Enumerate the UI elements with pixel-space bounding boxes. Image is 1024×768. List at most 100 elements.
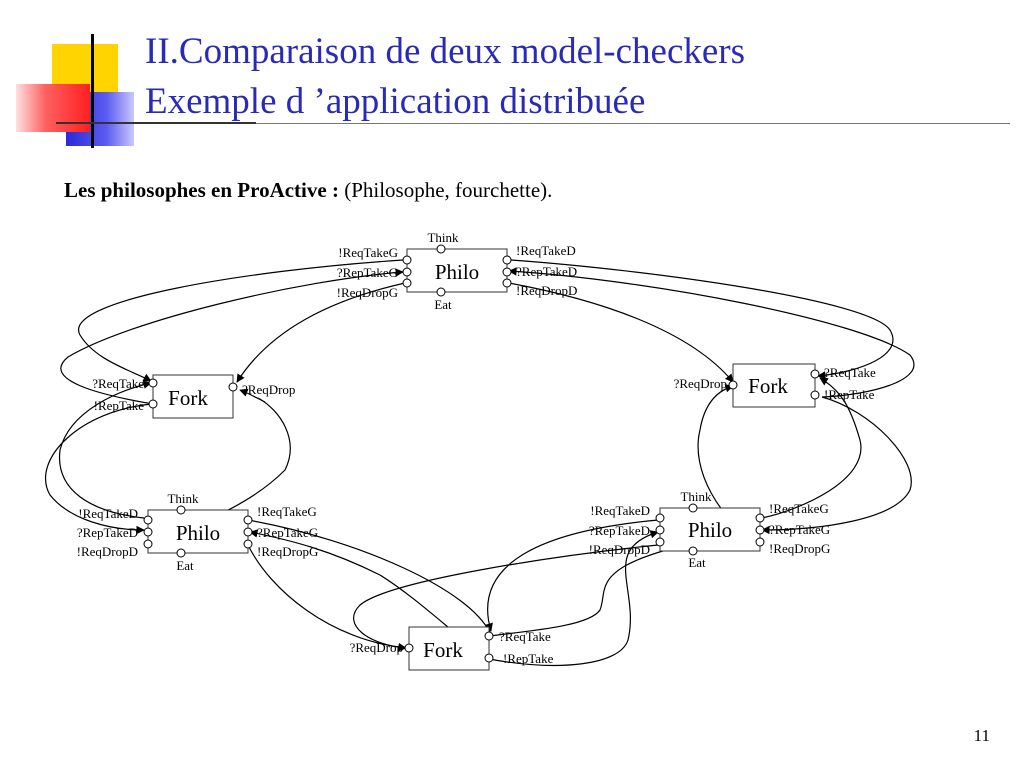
page-number: 11 bbox=[973, 726, 990, 745]
philo-top-port-r1 bbox=[502, 267, 512, 277]
philo-left-left-0: !ReqTakeD bbox=[78, 506, 138, 521]
philo-right-right-2: !ReqDropG bbox=[769, 541, 830, 556]
fork-bottom-name: Fork bbox=[423, 638, 463, 662]
philo-left-port-eat bbox=[176, 548, 186, 558]
fork-left-name: Fork bbox=[168, 386, 208, 410]
philo-top-port-think bbox=[436, 244, 446, 254]
philo-left-left-2: !ReqDropD bbox=[77, 544, 138, 559]
wire-bottom-reptake-d bbox=[488, 530, 659, 666]
wire-left-reptake bbox=[44, 403, 154, 535]
subtitle-rest: (Philosophe, fourchette). bbox=[338, 178, 553, 202]
philo-top-left-1: ?RepTakeG bbox=[337, 265, 398, 280]
philo-top-port-l1 bbox=[402, 267, 412, 277]
wire-right-reqtakeg bbox=[761, 377, 862, 519]
philo-right-left-0: !ReqTakeD bbox=[590, 503, 650, 518]
fork-right-left: ?ReqDrop bbox=[674, 376, 727, 391]
philo-top-right-2: !ReqDropD bbox=[516, 283, 577, 298]
philo-left-name: Philo bbox=[176, 521, 220, 545]
philo-left-box bbox=[147, 509, 249, 554]
philo-right-port-think bbox=[688, 503, 698, 513]
slide-subtitle: Les philosophes en ProActive : (Philosop… bbox=[64, 178, 552, 203]
fork-bottom-box bbox=[408, 626, 490, 671]
decor-horizontal-line-dark bbox=[56, 122, 256, 124]
wire-top-reqtaked bbox=[510, 259, 894, 380]
philo-left-right-1: ?RepTakeG bbox=[257, 525, 318, 540]
fork-bottom-port-r0 bbox=[484, 631, 494, 641]
philo-top-right-1: ?RepTakeD bbox=[516, 264, 577, 279]
philo-right-port-l1 bbox=[655, 525, 665, 535]
philo-left-port-l1 bbox=[143, 527, 153, 537]
philo-top-right-0: !ReqTakeD bbox=[516, 243, 576, 258]
philo-top-box bbox=[406, 248, 508, 293]
philo-right-name: Philo bbox=[688, 518, 732, 542]
philo-right-left-2: !ReqDropD bbox=[589, 542, 650, 557]
philo-right-port-r0 bbox=[755, 513, 765, 523]
philo-right-box bbox=[659, 507, 761, 552]
fork-left-left-1: !RepTake bbox=[94, 398, 145, 413]
philo-left-port-r1 bbox=[243, 527, 253, 537]
wire-top-reptakeg bbox=[60, 268, 404, 405]
philo-top-port-r0 bbox=[502, 255, 512, 265]
philo-right-port-r2 bbox=[755, 537, 765, 547]
fork-right-box bbox=[732, 363, 816, 408]
fork-right-port-l0 bbox=[728, 380, 738, 390]
fork-right-right-0: ?ReqTake bbox=[824, 365, 876, 380]
philo-top-port-eat bbox=[436, 287, 446, 297]
philo-top: Philo Think Eat !ReqTakeG ?RepTakeG !Req… bbox=[337, 230, 578, 312]
fork-left-port-l1 bbox=[148, 399, 158, 409]
philo-right-port-r1 bbox=[755, 525, 765, 535]
fork-right: Fork ?ReqDrop ?ReqTake !RepTake bbox=[674, 363, 876, 408]
philo-right-left-1: ?RepTakeD bbox=[589, 523, 650, 538]
wire-bottom-reqdropg bbox=[247, 544, 407, 652]
connection-wires bbox=[44, 259, 915, 666]
fork-right-right-1: !RepTake bbox=[824, 387, 875, 402]
wire-right-reptake bbox=[761, 396, 912, 535]
philo-left: Philo Think Eat !ReqTakeD ?RepTakeD !Req… bbox=[77, 491, 319, 573]
philo-left-port-l0 bbox=[143, 515, 153, 525]
philo-right-port-l0 bbox=[655, 513, 665, 523]
philo-top-port-l2 bbox=[402, 278, 412, 288]
wire-bottom-reptake-loop bbox=[488, 529, 761, 637]
philo-left-think: Think bbox=[167, 491, 199, 506]
philo-right-right-0: !ReqTakeG bbox=[769, 501, 829, 516]
philo-top-think: Think bbox=[427, 230, 459, 245]
philo-top-eat: Eat bbox=[434, 297, 452, 312]
slide-title-line1: II.Comparaison de deux model-checkers bbox=[145, 31, 746, 72]
philo-left-port-r0 bbox=[243, 515, 253, 525]
philo-left-right-0: !ReqTakeG bbox=[257, 504, 317, 519]
philo-left-eat: Eat bbox=[176, 558, 194, 573]
philo-left-left-1: ?RepTakeD bbox=[77, 525, 138, 540]
philo-top-left-0: !ReqTakeG bbox=[338, 245, 398, 260]
fork-right-port-r0 bbox=[810, 369, 820, 379]
fork-right-name: Fork bbox=[748, 374, 788, 398]
fork-left-left-0: ?ReqTake bbox=[92, 376, 144, 391]
wire-top-reptaked bbox=[508, 267, 915, 398]
philo-left-port-r2 bbox=[243, 539, 253, 549]
philo-top-port-l0 bbox=[402, 255, 412, 265]
fork-bottom-port-l0 bbox=[404, 643, 414, 653]
philo-right-think: Think bbox=[680, 489, 712, 504]
decor-horizontal-line bbox=[56, 123, 1010, 124]
philo-right-port-eat bbox=[688, 546, 698, 556]
philo-left-port-think bbox=[176, 505, 186, 515]
wire-top-reqdropg bbox=[236, 282, 406, 383]
philo-right-right-1: ?RepTakeG bbox=[769, 522, 830, 537]
philo-left-right-2: !ReqDropG bbox=[257, 544, 318, 559]
philo-top-name: Philo bbox=[435, 260, 479, 284]
fork-bottom: Fork ?ReqDrop ?ReqTake !RepTake bbox=[350, 626, 554, 671]
decor-red-bar bbox=[16, 84, 90, 132]
fork-left-right: ?ReqDrop bbox=[242, 382, 295, 397]
fork-left-port-l0 bbox=[148, 378, 158, 388]
philo-top-left-2: !ReqDropG bbox=[337, 285, 398, 300]
fork-left: Fork ?ReqTake !RepTake ?ReqDrop bbox=[92, 374, 295, 419]
fork-bottom-port-r1 bbox=[484, 653, 494, 663]
wire-bottom-reqtaked bbox=[484, 519, 659, 632]
philo-top-port-r2 bbox=[502, 278, 512, 288]
philo-left-port-l2 bbox=[143, 539, 153, 549]
fork-bottom-right-0: ?ReqTake bbox=[499, 629, 551, 644]
wire-bottom-reqdropd bbox=[353, 544, 659, 652]
fork-right-port-r1 bbox=[810, 390, 820, 400]
slide-title-line2: Exemple d ’application distribuée bbox=[145, 81, 646, 122]
wire-bottom-reqtakeg bbox=[247, 519, 491, 634]
subtitle-bold: Les philosophes en ProActive : bbox=[64, 178, 339, 202]
